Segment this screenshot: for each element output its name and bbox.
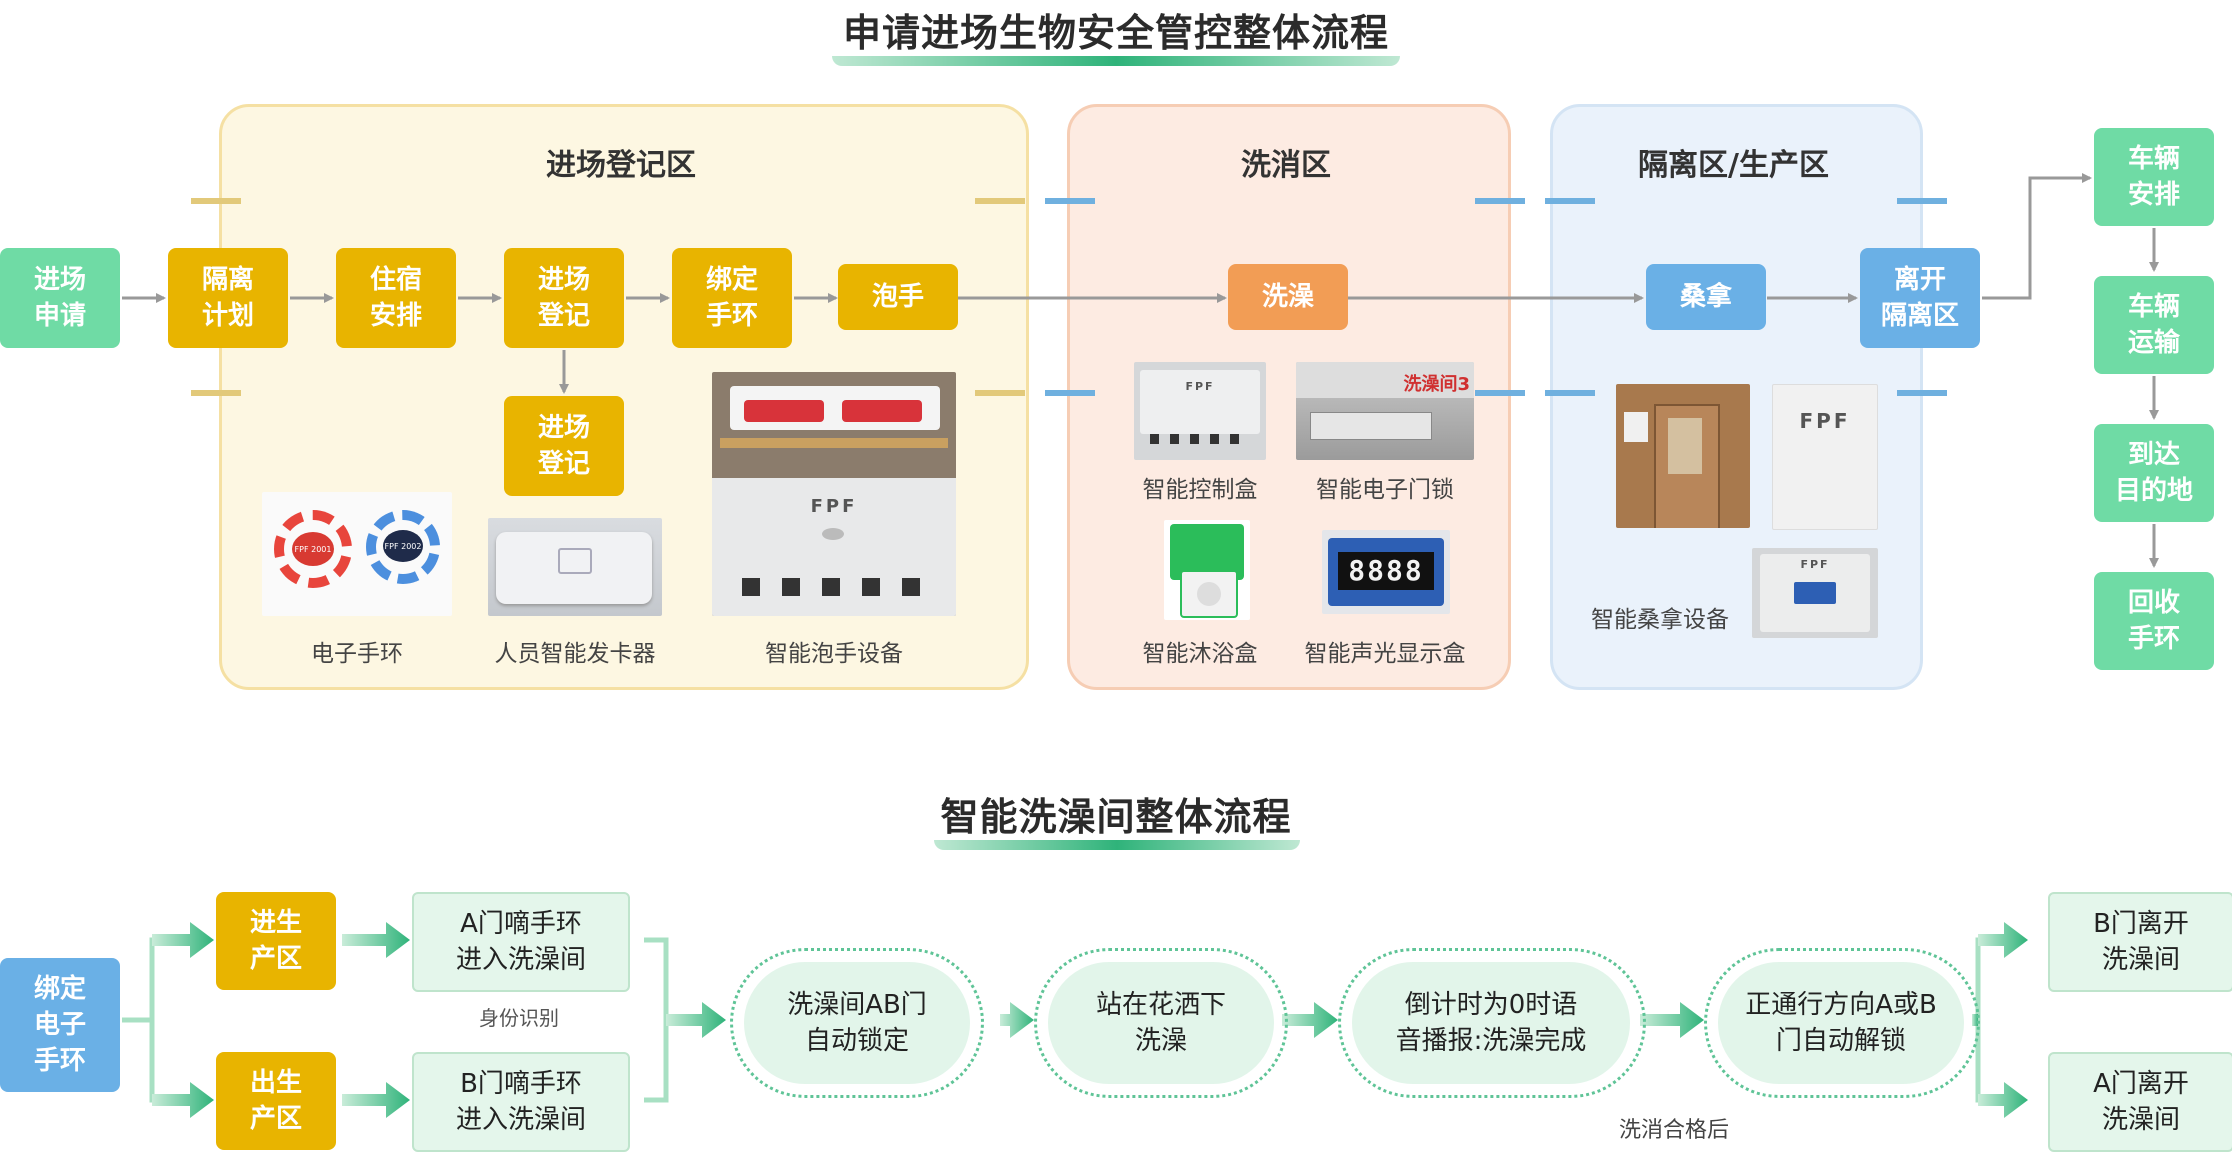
red-wristband-tag: FPF 2001 (292, 532, 334, 566)
shower-box-dial-icon (1180, 570, 1238, 618)
blue-wristband-tag: FPF 2002 (383, 530, 423, 562)
tick (1045, 390, 1095, 396)
tick (1897, 198, 1947, 204)
controller-body: FPF (1760, 554, 1870, 632)
brand-text: FPF (1800, 558, 1830, 571)
step-auto-lock: 洗澡间AB门 自动锁定 (744, 962, 970, 1084)
connectors-icon (1150, 434, 1250, 444)
red-basin-right (842, 400, 922, 422)
zone-disinfect-label: 洗消区 (1241, 148, 1331, 183)
handwash-device-photo: FPF (712, 372, 956, 616)
tick (191, 390, 241, 396)
step-stand-outline (1034, 948, 1288, 1098)
sauna-controller-photo: FPF (1752, 548, 1878, 638)
control-box-body: FPF (1140, 370, 1260, 434)
zone-isolation-label: 隔离区/生产区 (1638, 148, 1829, 183)
step-exit-production: 出生 产区 (216, 1052, 336, 1150)
step-arrive: 到达 目的地 (2094, 424, 2214, 522)
step-register: 进场 登记 (504, 248, 624, 348)
step-register-2: 进场 登记 (504, 396, 624, 496)
step-enter-production: 进生 产区 (216, 892, 336, 990)
sauna-device-caption: 智能桑拿设备 (1591, 607, 1729, 633)
tick (191, 198, 241, 204)
step-unlock-outline (1704, 948, 1980, 1098)
red-wristband-icon (274, 510, 352, 588)
step-lodging: 住宿 安排 (336, 248, 456, 348)
step-door-a-leave: A门离开 洗澡间 (2048, 1052, 2232, 1152)
door-frame (1296, 362, 1474, 398)
step-bind-e-wristband: 绑定 电子 手环 (0, 958, 120, 1092)
step-auto-unlock: 正通行方向A或B 门自动解锁 (1718, 962, 1964, 1084)
shower-box-caption: 智能沐浴盒 (1142, 641, 1258, 667)
flow2-title: 智能洗澡间整体流程 (940, 795, 1292, 839)
control-box-caption: 智能控制盒 (1142, 477, 1258, 503)
wristband-photo: FPF 2001 FPF 2002 (262, 492, 452, 616)
step-countdown-outline (1338, 948, 1646, 1098)
control-box-body: FPF (712, 478, 956, 616)
step-recycle-wristband: 回收 手环 (2094, 572, 2214, 670)
step-lock-outline (730, 948, 984, 1098)
tick (1475, 198, 1525, 204)
door-lock-photo: 洗澡间3 (1296, 362, 1474, 460)
shower-box-photo (1164, 520, 1250, 620)
tick (1545, 198, 1595, 204)
step-door-b-enter: B门嘀手环 进入洗澡间 (412, 1052, 630, 1152)
step-isolation-plan: 隔离 计划 (168, 248, 288, 348)
tick (1475, 390, 1525, 396)
step-vehicle-transport: 车辆 运输 (2094, 276, 2214, 374)
zone-entry-label: 进场登记区 (546, 148, 696, 183)
tick (1545, 390, 1595, 396)
dial-icon (1197, 582, 1221, 606)
brand-text: FPF (810, 496, 858, 517)
sauna-window (1668, 418, 1702, 474)
shelf (720, 438, 948, 448)
step-door-a-enter: A门嘀手环 进入洗澡间 (412, 892, 630, 992)
wristband-caption: 电子手环 (311, 641, 403, 667)
lock-icon (1310, 412, 1432, 440)
card-issuer-photo (488, 518, 662, 616)
tick (1045, 198, 1095, 204)
connectors-icon (742, 578, 926, 596)
brand-text: FPF (1185, 380, 1215, 393)
step-door-b-leave: B门离开 洗澡间 (2048, 892, 2232, 992)
button-icon (822, 528, 844, 540)
step-vehicle-arrange: 车辆 安排 (2094, 128, 2214, 226)
sauna-sign (1624, 412, 1648, 442)
tick (975, 390, 1025, 396)
door-lock-caption: 智能电子门锁 (1316, 477, 1454, 503)
display-box-caption: 智能声光显示盒 (1304, 641, 1466, 667)
blue-wristband-icon (366, 510, 440, 584)
step-bind-wristband: 绑定 手环 (672, 248, 792, 348)
card-issuer-logo-icon (558, 548, 592, 574)
identity-caption: 身份识别 (479, 1006, 559, 1030)
tick (1897, 390, 1947, 396)
red-basin-left (744, 400, 824, 422)
control-box-photo: FPF (1134, 362, 1266, 460)
step-handwash: 泡手 (838, 264, 958, 330)
room-label: 洗澡间3 (1403, 374, 1470, 395)
flow1-title: 申请进场生物安全管控整体流程 (842, 11, 1389, 55)
brand-text: FPF (1799, 409, 1851, 433)
step-countdown: 倒计时为0时语 音播报:洗澡完成 (1352, 962, 1630, 1084)
step-leave-isolation: 离开 隔离区 (1860, 248, 1980, 348)
handwash-device-caption: 智能泡手设备 (765, 641, 903, 667)
controller-screen (1794, 582, 1836, 604)
sauna-box-photo: FPF (1772, 384, 1878, 530)
step-shower: 洗澡 (1228, 264, 1348, 330)
qualified-caption: 洗消合格后 (1618, 1118, 1729, 1143)
digits-display: 8888 (1338, 552, 1434, 590)
card-issuer-body (496, 532, 652, 604)
sauna-room-photo (1616, 384, 1750, 528)
tick (975, 198, 1025, 204)
step-apply: 进场 申请 (0, 248, 120, 348)
step-sauna: 桑拿 (1646, 264, 1766, 330)
flow1-title-underline (832, 56, 1400, 66)
flow2-title-underline (934, 840, 1300, 850)
step-stand-shower: 站在花洒下 洗澡 (1048, 962, 1274, 1084)
card-issuer-caption: 人员智能发卡器 (494, 641, 656, 667)
display-box-photo: 8888 (1322, 530, 1450, 614)
